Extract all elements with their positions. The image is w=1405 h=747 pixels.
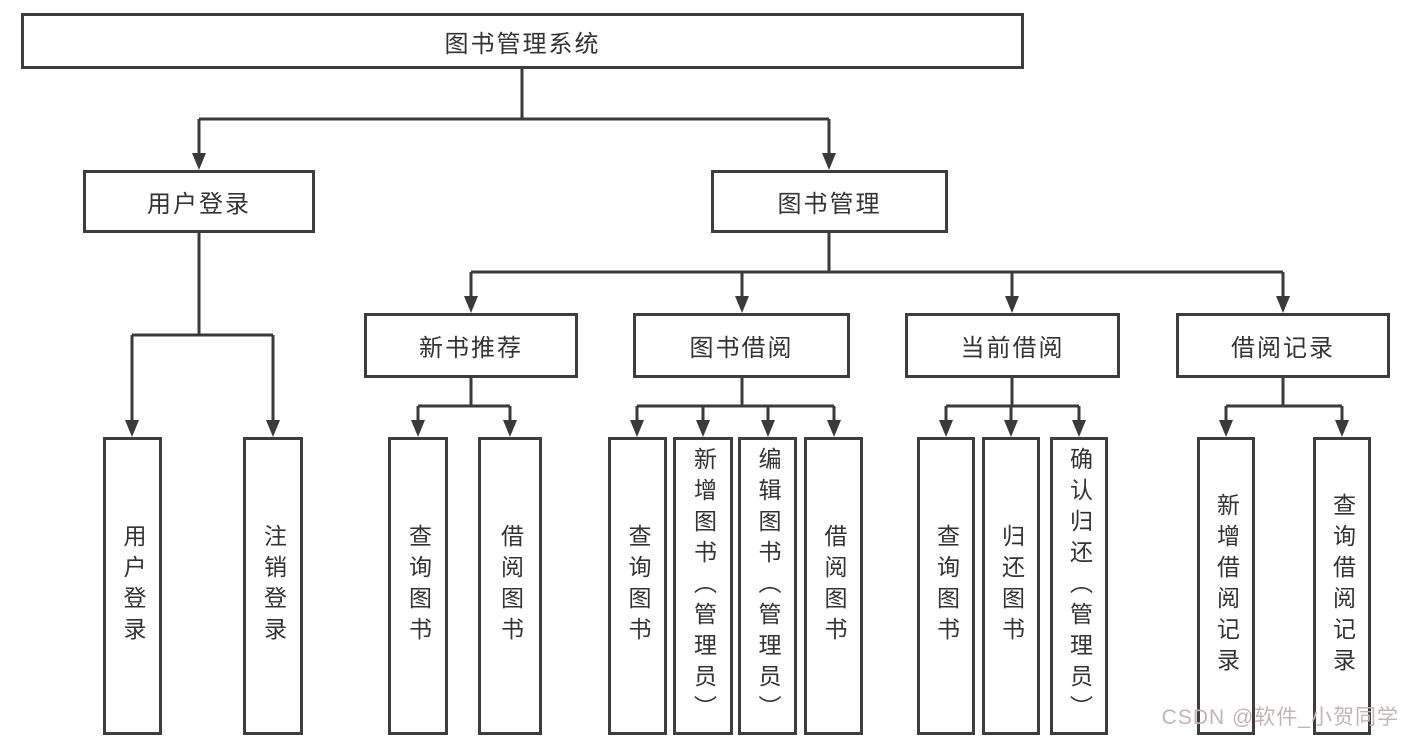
- node-borrowing-records: 借阅记录: [1176, 313, 1390, 378]
- node-user-login: 用户登录: [83, 170, 315, 233]
- leaf-query-books-current-label: 查询图书: [933, 524, 960, 648]
- leaf-borrow-books-recommend: 借阅图书: [478, 437, 542, 735]
- leaf-user-login-label: 用户登录: [120, 524, 146, 648]
- node-current-borrowing: 当前借阅: [905, 313, 1120, 378]
- leaf-query-books-recommend-label: 查询图书: [405, 524, 432, 648]
- leaf-edit-books-admin: 编辑图书（管理员）: [738, 437, 797, 735]
- csdn-watermark: CSDN @软件_小贺同学: [1161, 706, 1399, 729]
- node-library-management-system: 图书管理系统: [21, 13, 1024, 69]
- leaf-add-borrow-record-label: 新增借阅记录: [1213, 493, 1240, 679]
- leaf-query-borrow-record-label: 查询借阅记录: [1329, 493, 1356, 679]
- leaf-query-books-recommend: 查询图书: [388, 437, 448, 735]
- leaf-add-books-admin: 新增图书（管理员）: [673, 437, 733, 735]
- leaf-confirm-return-admin-label: 确认归还（管理员）: [1066, 446, 1093, 726]
- leaf-borrow-books-recommend-label: 借阅图书: [497, 524, 524, 648]
- leaf-add-books-admin-label: 新增图书（管理员）: [690, 446, 717, 726]
- leaf-return-books-label: 归还图书: [998, 524, 1025, 648]
- leaf-return-books: 归还图书: [982, 437, 1040, 735]
- leaf-query-books-borrowing: 查询图书: [608, 437, 667, 735]
- leaf-confirm-return-admin: 确认归还（管理员）: [1050, 437, 1108, 735]
- leaf-borrow-books: 借阅图书: [804, 437, 863, 735]
- leaf-borrow-books-label: 借阅图书: [821, 524, 847, 648]
- leaf-query-borrow-record: 查询借阅记录: [1313, 437, 1371, 735]
- node-book-management: 图书管理: [711, 170, 948, 233]
- leaf-user-login: 用户登录: [103, 437, 162, 735]
- leaf-query-books-borrowing-label: 查询图书: [625, 524, 651, 648]
- leaf-query-books-current: 查询图书: [917, 437, 975, 735]
- leaf-logout-login: 注销登录: [243, 437, 303, 735]
- leaf-edit-books-admin-label: 编辑图书（管理员）: [755, 446, 781, 726]
- leaf-logout-login-label: 注销登录: [260, 524, 287, 648]
- node-book-borrowing: 图书借阅: [633, 313, 850, 378]
- node-new-book-recommendation: 新书推荐: [364, 313, 578, 378]
- leaf-add-borrow-record: 新增借阅记录: [1197, 437, 1255, 735]
